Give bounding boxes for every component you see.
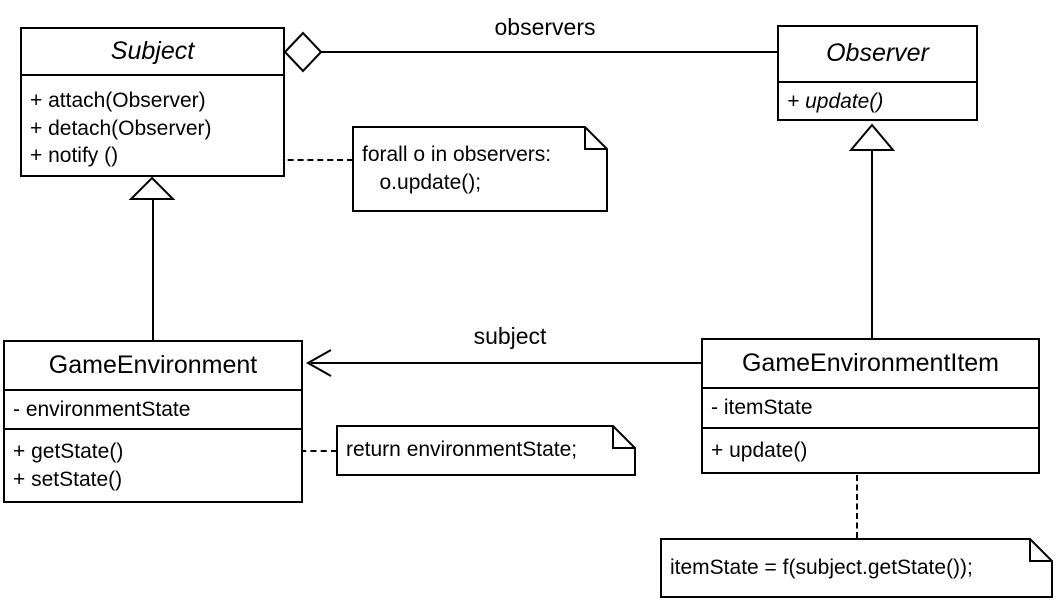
compartment-attributes-game-environment: - environmentState <box>5 389 301 428</box>
note-line: return environmentState; <box>346 438 578 462</box>
generalization-triangle-icon-observer <box>848 123 896 151</box>
open-arrowhead-icon-subject <box>305 349 332 377</box>
compartment-operations-observer: + update() <box>779 81 976 121</box>
note-link-update <box>856 456 858 538</box>
compartment-title-game-environment: GameEnvironment <box>5 342 301 389</box>
class-box-subject[interactable]: Subject + attach(Observer) + detach(Obse… <box>20 27 285 177</box>
compartment-operations-game-environment: + getState() + setState() <box>5 428 301 501</box>
note-line: forall o in observers: <box>362 142 552 166</box>
compartment-attributes-game-environment-item: - itemState <box>703 387 1038 427</box>
note-notify[interactable]: forall o in observers: o.update(); <box>352 126 608 212</box>
note-shape-getstate <box>336 425 636 476</box>
class-name-observer: Observer <box>826 39 929 68</box>
aggregation-line-observers <box>318 51 778 53</box>
attribute-environment-state: - environmentState <box>13 397 191 421</box>
note-shape-notify <box>352 126 608 212</box>
operation-notify: + notify () <box>30 144 119 168</box>
operation-set-state: + setState() <box>13 467 123 491</box>
note-update[interactable]: itemState = f(subject.getState()); <box>660 538 1053 598</box>
generalization-triangle-icon-subject <box>128 176 176 200</box>
compartment-operations-subject: + attach(Observer) + detach(Observer) + … <box>22 74 283 177</box>
note-shape-update <box>660 538 1053 598</box>
class-name-subject: Subject <box>110 36 195 65</box>
note-line: itemState = f(subject.getState()); <box>670 555 973 579</box>
compartment-title-subject: Subject <box>22 29 283 74</box>
note-line: o.update(); <box>362 171 482 194</box>
class-box-game-environment-item[interactable]: GameEnvironmentItem - itemState + update… <box>701 338 1040 474</box>
attribute-item-state: - itemState <box>711 396 813 420</box>
edge-label-subject: subject <box>473 323 547 349</box>
association-line-subject <box>311 362 701 364</box>
class-name-game-environment-item: GameEnvironmentItem <box>741 348 1000 377</box>
compartment-operations-game-environment-item: + update() <box>703 427 1038 472</box>
edge-label-observers: observers <box>494 14 596 40</box>
note-text-update: itemState = f(subject.getState()); <box>670 538 1045 598</box>
generalization-line-subject <box>152 198 154 342</box>
note-text-getstate: return environmentState; <box>346 425 628 476</box>
note-text-notify: forall o in observers: o.update(); <box>362 126 600 212</box>
compartment-title-game-environment-item: GameEnvironmentItem <box>703 340 1038 387</box>
operation-update-item: + update() <box>711 438 808 462</box>
operation-update-observer: + update() <box>787 90 884 114</box>
operation-get-state: + getState() <box>13 439 124 463</box>
compartment-title-observer: Observer <box>779 27 976 81</box>
class-box-game-environment[interactable]: GameEnvironment - environmentState + get… <box>3 340 303 503</box>
operation-attach: + attach(Observer) <box>30 88 206 112</box>
note-getstate[interactable]: return environmentState; <box>336 425 636 476</box>
class-box-observer[interactable]: Observer + update() <box>777 25 978 121</box>
generalization-line-observer <box>871 150 873 340</box>
operation-detach: + detach(Observer) <box>30 116 212 140</box>
aggregation-diamond-icon <box>283 31 323 73</box>
class-name-game-environment: GameEnvironment <box>48 350 258 379</box>
